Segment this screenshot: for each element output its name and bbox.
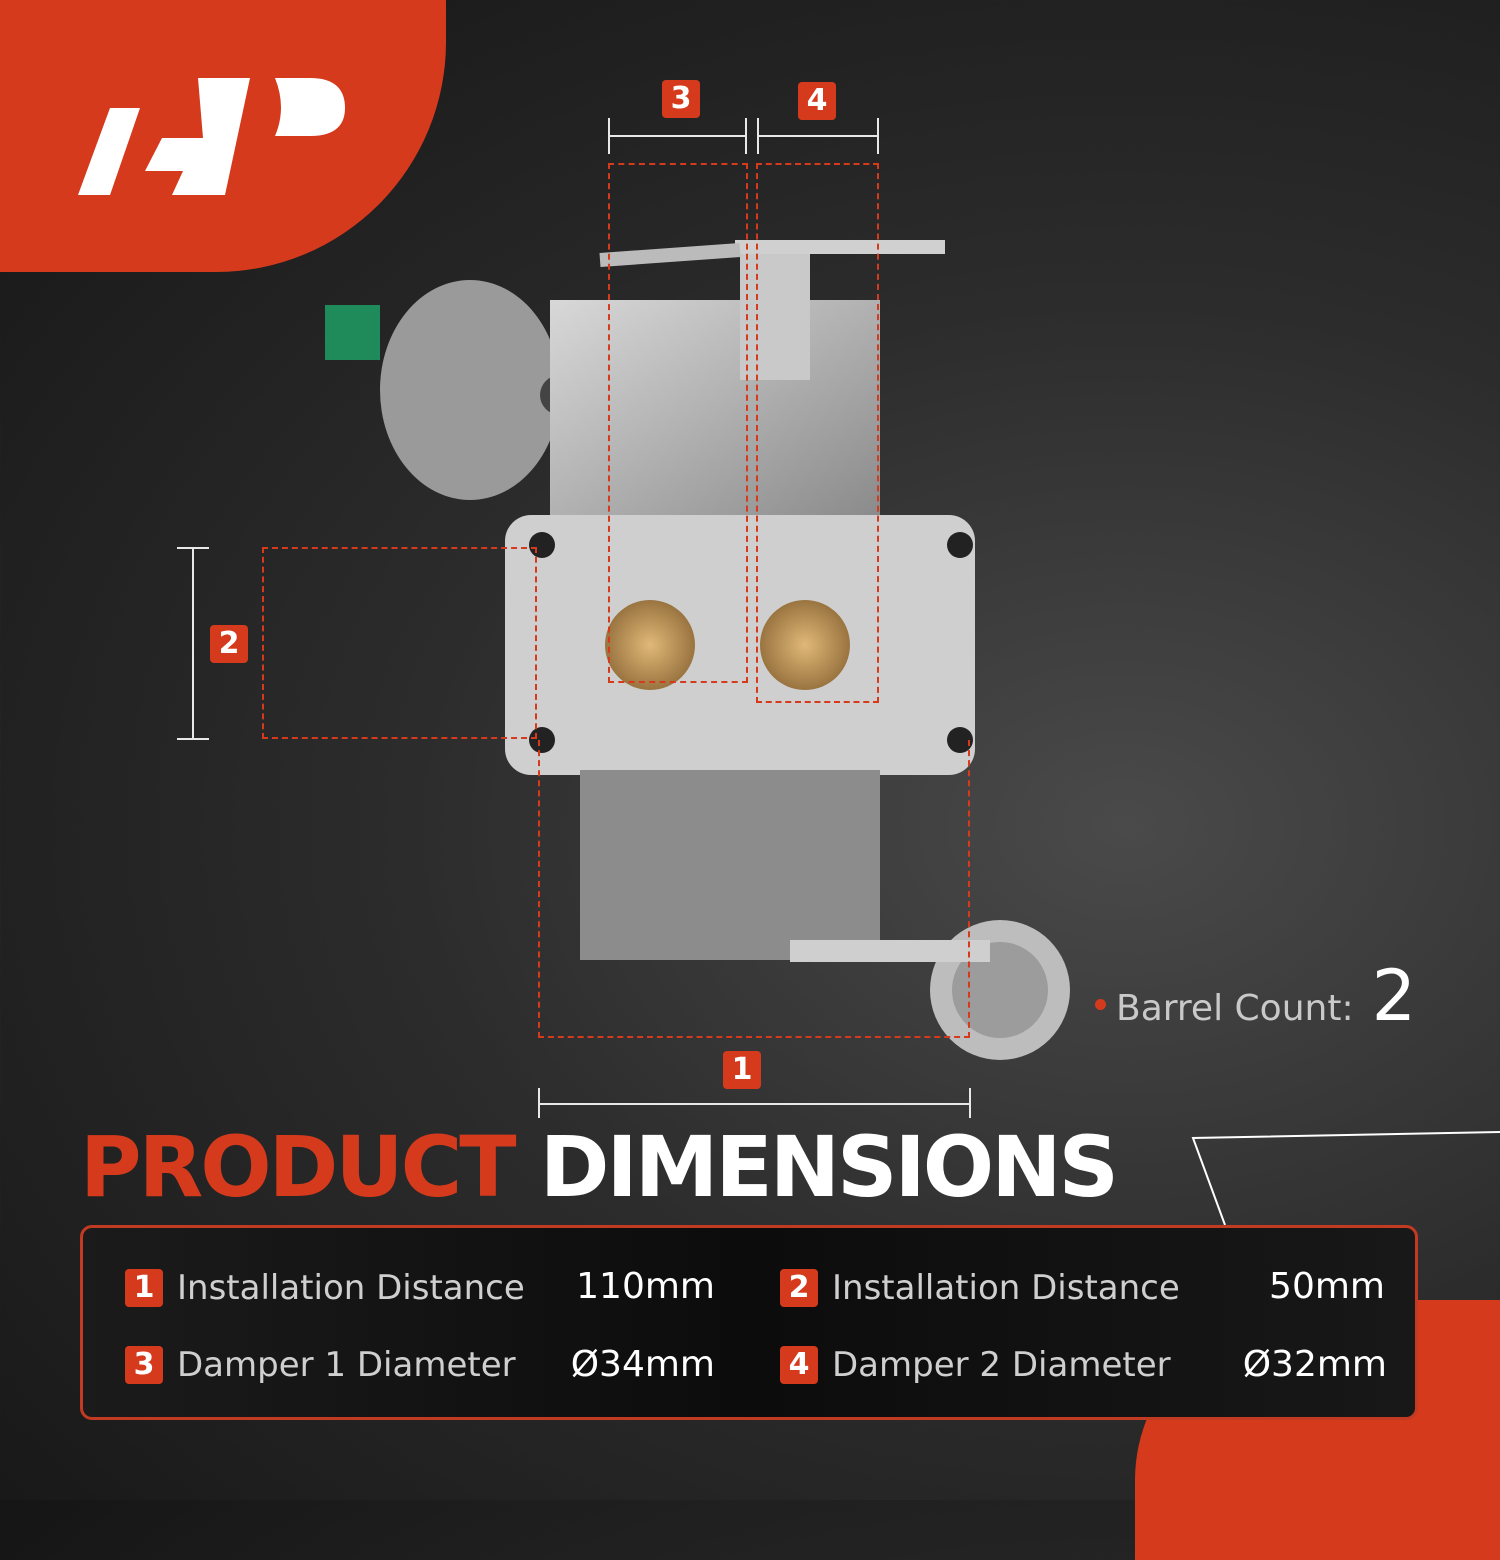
dim-tick xyxy=(969,1088,971,1118)
spec-value: 50mm xyxy=(1269,1266,1385,1307)
barrel-count: Barrel Count: 2 xyxy=(1095,955,1416,1037)
page-title: PRODUCT DIMENSIONS xyxy=(80,1118,1119,1216)
carburetor-image xyxy=(325,240,1070,1060)
spec-label: Installation Distance xyxy=(177,1268,525,1308)
spec-number: 1 xyxy=(125,1269,163,1307)
bullet-icon xyxy=(1095,999,1106,1010)
dim-tick xyxy=(757,118,759,154)
dim-tick xyxy=(538,1088,540,1118)
spec-table: 1 Installation Distance 110mm 2 Installa… xyxy=(80,1225,1418,1420)
spec-label: Damper 1 Diameter xyxy=(177,1345,516,1385)
barrel-count-label: Barrel Count: xyxy=(1116,988,1354,1029)
brand-logo xyxy=(78,78,345,195)
spec-value: Ø32mm xyxy=(1242,1344,1387,1385)
dim-line-4 xyxy=(757,135,879,137)
dim-line-2 xyxy=(192,548,194,740)
dim-tick xyxy=(177,547,209,549)
width-guide xyxy=(538,740,970,1038)
spec-value: Ø34mm xyxy=(570,1344,715,1385)
spec-number: 4 xyxy=(780,1346,818,1384)
marker-2: 2 xyxy=(210,625,248,663)
spec-row: 2 Installation Distance xyxy=(780,1263,1180,1313)
marker-1: 1 xyxy=(723,1051,761,1089)
damper-2-guide xyxy=(756,163,879,703)
spec-row: 1 Installation Distance xyxy=(125,1263,525,1313)
dim-tick xyxy=(745,118,747,154)
damper-1-guide xyxy=(608,163,748,683)
spec-row: 4 Damper 2 Diameter xyxy=(780,1340,1171,1390)
dim-line-3 xyxy=(608,135,746,137)
spec-row: 3 Damper 1 Diameter xyxy=(125,1340,516,1390)
dim-tick xyxy=(608,118,610,154)
spec-value: 110mm xyxy=(576,1266,715,1307)
title-product: PRODUCT xyxy=(80,1118,517,1216)
spec-label: Damper 2 Diameter xyxy=(832,1345,1171,1385)
spec-number: 3 xyxy=(125,1346,163,1384)
marker-4: 4 xyxy=(798,82,836,120)
dim-line-1 xyxy=(539,1103,971,1105)
title-dimensions: DIMENSIONS xyxy=(539,1118,1119,1216)
marker-3: 3 xyxy=(662,80,700,118)
spec-label: Installation Distance xyxy=(832,1268,1180,1308)
dim-tick xyxy=(877,118,879,154)
dim-tick xyxy=(177,738,209,740)
height-guide xyxy=(262,547,537,739)
barrel-count-value: 2 xyxy=(1371,955,1417,1037)
spec-number: 2 xyxy=(780,1269,818,1307)
accent-line xyxy=(1191,1131,1500,1226)
